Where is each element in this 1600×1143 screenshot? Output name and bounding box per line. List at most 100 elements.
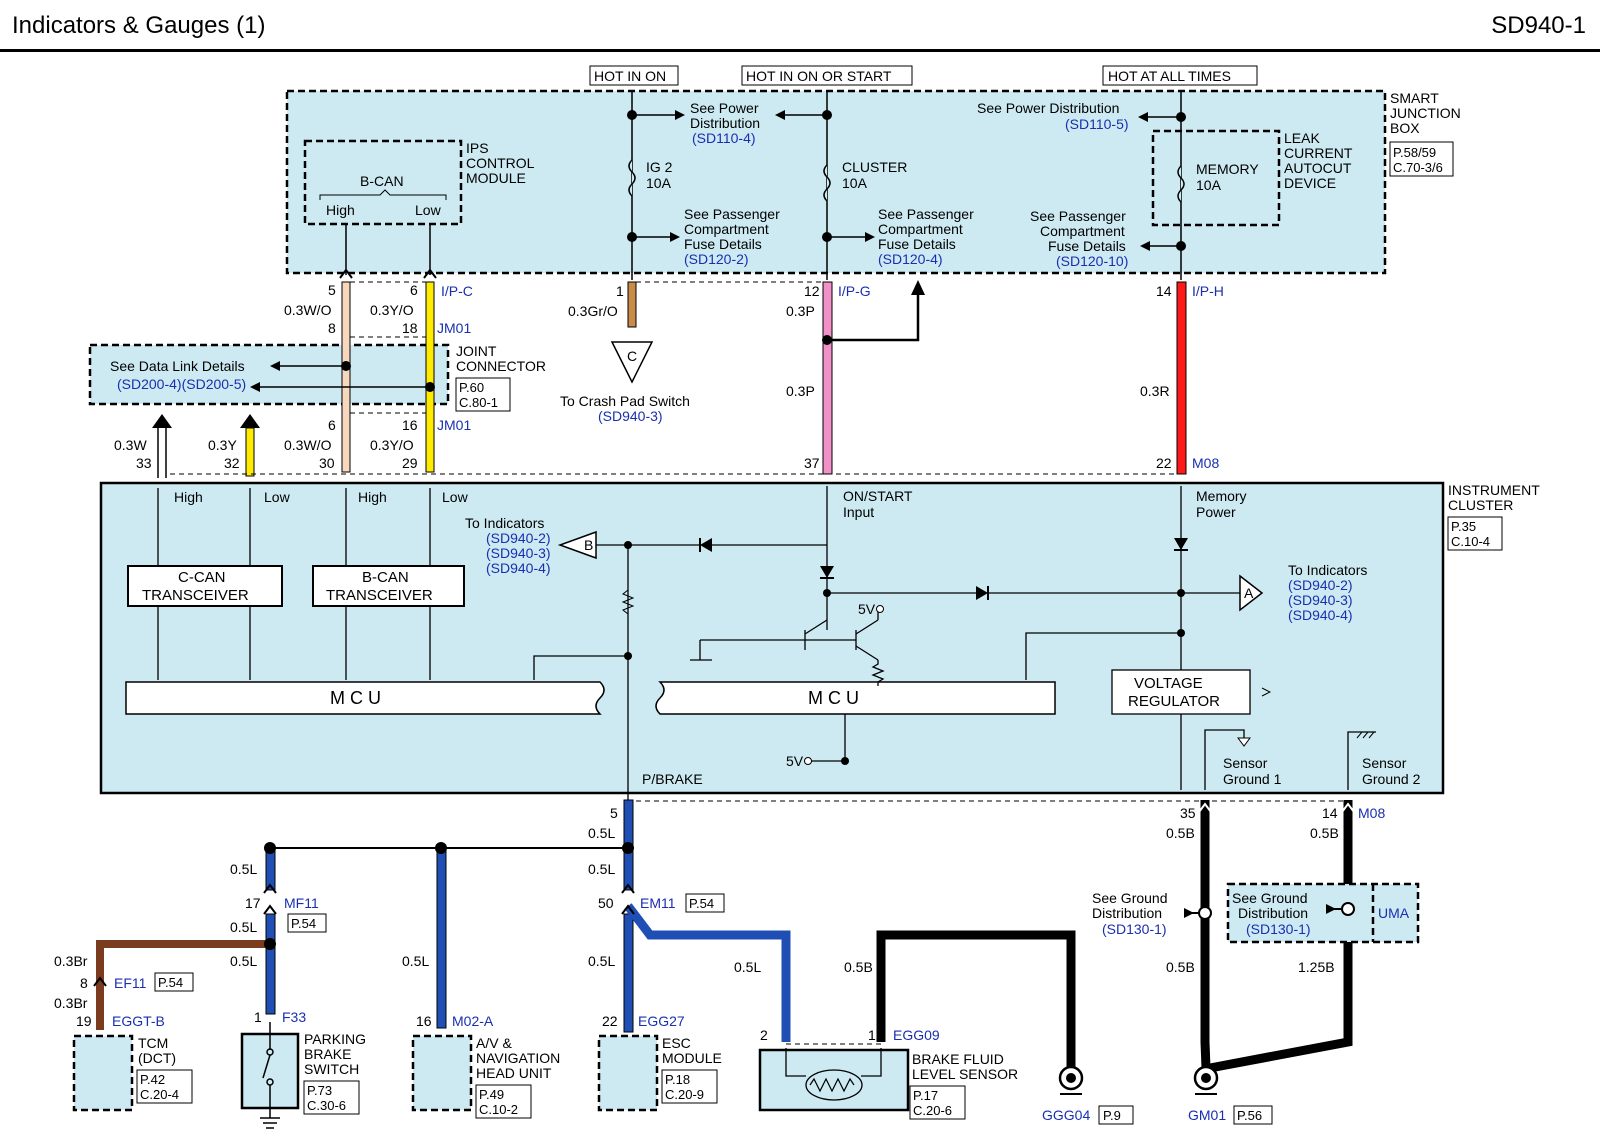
gm01-label: GM01 (1188, 1107, 1226, 1123)
wire-03y: 0.3Y (208, 437, 237, 453)
egg27-connector: EGG27 (638, 1013, 685, 1029)
sd200-ref: (SD200-4)(SD200-5) (117, 376, 246, 392)
pin-1: 1 (868, 1027, 876, 1043)
wire-125b: 1.25B (1298, 959, 1335, 975)
pbs-label: PARKING (304, 1031, 366, 1047)
sd120-4-ref: (SD120-4) (878, 251, 943, 267)
joint-connector-label: CONNECTOR (456, 358, 546, 374)
av-page: P.49 (479, 1087, 504, 1102)
pin-5: 5 (610, 805, 618, 821)
pin-22: 22 (602, 1013, 618, 1029)
bfl-label: LEVEL SENSOR (912, 1066, 1018, 1082)
ggg04-page: P.9 (1103, 1108, 1121, 1123)
voltage-label: VOLTAGE (1134, 675, 1203, 692)
sd940-3-ref: (SD940-3) (486, 545, 551, 561)
sensor-label: Sensor (1223, 755, 1268, 771)
bfl-label: BRAKE FLUID (912, 1051, 1004, 1067)
ips-label: IPS (466, 140, 489, 156)
pin-19: 19 (76, 1013, 92, 1029)
compartment-label: Compartment (1040, 223, 1125, 239)
pin-8: 8 (328, 320, 336, 336)
f33-connector: F33 (282, 1009, 306, 1025)
high-label: High (326, 202, 355, 218)
ips-label: MODULE (466, 170, 526, 186)
wire-03wo: 0.3W/O (284, 437, 332, 453)
power-label: Power (1196, 504, 1236, 520)
sd110-5-ref: (SD110-5) (1065, 116, 1129, 132)
sd120-10-ref: (SD120-10) (1056, 253, 1128, 269)
fuse-details-label: Fuse Details (1048, 238, 1126, 254)
see-passenger-label: See Passenger (878, 206, 974, 222)
fuse-amp-label: 10A (646, 175, 672, 191)
low-label: Low (442, 489, 469, 505)
wire-05l: 0.5L (588, 825, 615, 841)
tcm-module (72, 1034, 134, 1112)
hot-in-on-or-start-label: HOT IN ON OR START (746, 68, 892, 84)
tcm-connector: C.20-4 (140, 1087, 179, 1102)
instrument-cluster-box (99, 481, 1445, 795)
pin-14: 14 (1156, 283, 1172, 299)
sd940-4-ref: (SD940-4) (486, 560, 551, 576)
ggg04-label: GGG04 (1042, 1107, 1090, 1123)
ef11-page: P.54 (158, 975, 183, 990)
esc-page: P.18 (665, 1072, 690, 1087)
fuse-amp-label: 10A (1196, 177, 1222, 193)
brake-fluid-level-sensor (758, 1048, 910, 1112)
sd940-2-ref: (SD940-2) (1288, 577, 1353, 593)
mf11-connector: MF11 (284, 895, 319, 911)
distribution-label: Distribution (1092, 905, 1162, 921)
fuse-details-label: Fuse Details (878, 236, 956, 252)
pin-16: 16 (402, 417, 418, 433)
fuse-details-label: Fuse Details (684, 236, 762, 252)
ips-control-module (303, 139, 463, 226)
input-label: Input (843, 504, 874, 520)
fuse-amp-label: 10A (842, 175, 868, 191)
see-passenger-label: See Passenger (684, 206, 780, 222)
wire-05b: 0.5B (1166, 959, 1195, 975)
hot-at-all-times-label: HOT AT ALL TIMES (1108, 68, 1231, 84)
connector-a-label: A (1244, 585, 1254, 601)
pin-12: 12 (804, 283, 820, 299)
sd940-2-ref: (SD940-2) (486, 530, 551, 546)
pin-2: 2 (760, 1027, 768, 1043)
sensor-label: Sensor (1362, 755, 1407, 771)
pin-33: 33 (136, 455, 152, 471)
sd940-3-ref: (SD940-3) (1288, 592, 1353, 608)
wire-05l: 0.5L (734, 959, 761, 975)
pin-17: 17 (245, 895, 261, 911)
wire-05b: 0.5B (844, 959, 873, 975)
transceiver-label: TRANSCEIVER (326, 587, 433, 604)
wire-05l: 0.5L (588, 861, 615, 877)
see-ground-label: See Ground (1092, 890, 1168, 906)
page-title: Indicators & Gauges (1) (12, 12, 266, 39)
egg09-connector: EGG09 (893, 1027, 940, 1043)
jm01-connector: JM01 (437, 320, 471, 336)
pin-29: 29 (402, 455, 418, 471)
pbs-label: SWITCH (304, 1061, 359, 1077)
instrument-cluster-label: CLUSTER (1448, 497, 1513, 513)
m08-connector: M08 (1358, 805, 1385, 821)
pin-8: 8 (80, 975, 88, 991)
pin-5: 5 (328, 282, 336, 298)
sd940-4-ref: (SD940-4) (1288, 607, 1353, 623)
leak-label: AUTOCUT (1284, 160, 1352, 176)
bcan-label: B-CAN (360, 173, 404, 189)
5v-label: 5V (858, 601, 876, 617)
memory-power-label: Memory (1196, 488, 1247, 504)
wire-03yo: 0.3Y/O (370, 302, 414, 318)
wire-03wo: 0.3W/O (284, 302, 332, 318)
pin-6: 6 (328, 417, 336, 433)
wire-03br: 0.3Br (54, 995, 88, 1011)
pin-16: 16 (416, 1013, 432, 1029)
m08-connector: M08 (1192, 455, 1219, 471)
wire-05l: 0.5L (588, 953, 615, 969)
smart-junction-box (285, 89, 1387, 275)
voltage-regulator (1111, 669, 1251, 715)
connector-c-label: C (627, 348, 637, 364)
to-indicators-label: To Indicators (465, 515, 544, 531)
distribution-label: Distribution (1238, 905, 1308, 921)
wire-05l: 0.5L (402, 953, 429, 969)
cluster-fuse-label: CLUSTER (842, 159, 907, 175)
wire-03gro: 0.3Gr/O (568, 303, 618, 319)
esc-label: ESC (662, 1035, 691, 1051)
